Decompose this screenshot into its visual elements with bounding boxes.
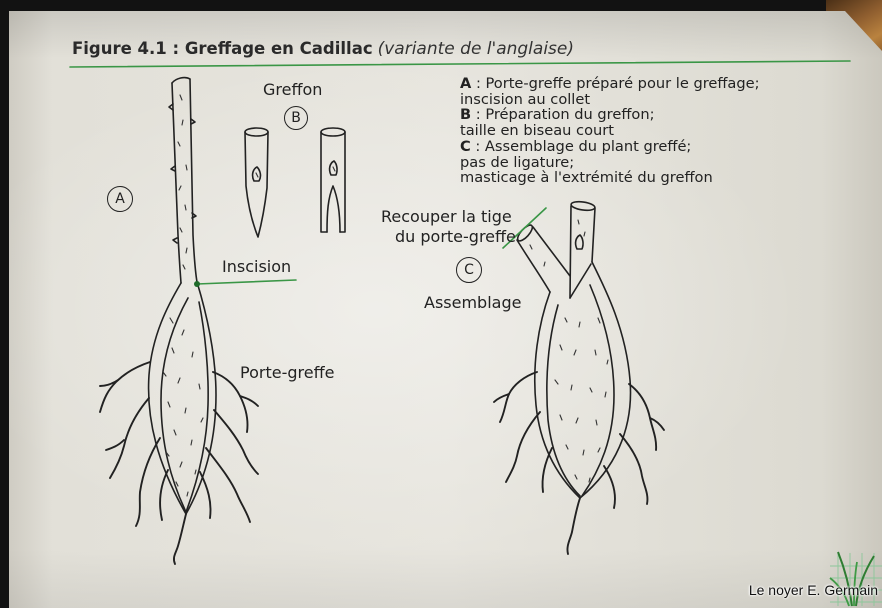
label-recouper-line-1: Recouper la tige	[381, 208, 512, 226]
cut-branch-upper-edge	[533, 227, 570, 276]
marker-c: C	[456, 257, 482, 283]
assembly-scion-left-edge	[570, 206, 571, 298]
rootstock-drawing-a	[100, 78, 296, 564]
photo-credit-watermark: Le noyer E. Germain	[749, 581, 878, 599]
stem-texture	[178, 95, 187, 269]
marker-a: A	[107, 186, 133, 212]
assembly-scion-top	[571, 200, 596, 211]
stem-left-edge	[172, 83, 181, 283]
figure-title: Figure 4.1 : Greffage en Cadillac	[72, 39, 373, 58]
scion-wedge-outline	[245, 132, 268, 237]
scion-bevel-notch	[327, 186, 340, 232]
assembly-scion-bevel	[570, 264, 591, 298]
taproot-tip-c	[567, 498, 580, 554]
roots-c	[494, 372, 664, 554]
inscision-pointer-line	[197, 280, 296, 284]
legend-key-c: C	[460, 138, 471, 155]
legend-line-a: A : Porte-greffe préparé pour le greffag…	[460, 76, 760, 92]
figure-legend: A : Porte-greffe préparé pour le greffag…	[460, 76, 760, 186]
scion-top-cut	[321, 128, 345, 136]
root-body-left-outline	[149, 283, 186, 514]
scion-right-edge	[340, 132, 345, 232]
inscision-point	[194, 281, 200, 287]
assembly-drawing-c	[494, 200, 664, 554]
assembly-body-left-inner	[547, 305, 580, 496]
stem-top-cut	[172, 78, 190, 83]
label-inscision: Inscision	[222, 258, 291, 276]
assembly-body-right-outline	[580, 262, 631, 498]
stem-right-edge	[190, 79, 197, 282]
label-greffon: Greffon	[263, 81, 322, 99]
scion-top-cut	[245, 128, 268, 136]
marker-b: B	[284, 106, 308, 130]
legend-line-a-2: inscision au collet	[460, 92, 760, 108]
title-underline	[70, 61, 850, 67]
cut-branch-lower-edge	[517, 240, 550, 292]
figure-title-row: Figure 4.1 : Greffage en Cadillac (varian…	[72, 39, 574, 59]
legend-line-c: C : Assemblage du plant greffé;	[460, 139, 760, 155]
assembly-texture	[530, 220, 608, 482]
assembly-scion-bud	[576, 235, 583, 249]
legend-line-b-2: taille en biseau court	[460, 123, 760, 139]
roots-a	[100, 362, 258, 564]
scion-pointed-drawing-b	[245, 128, 268, 237]
scion-left-edge	[321, 132, 327, 232]
taproot-tip-a	[174, 514, 186, 564]
assembly-body-left-outline	[535, 292, 580, 498]
assembly-scion-right-edge	[592, 208, 595, 262]
label-assemblage: Assemblage	[424, 294, 521, 312]
legend-key-b: B	[460, 106, 471, 123]
scion-forked-drawing-b	[321, 128, 345, 232]
legend-line-c-3: masticage à l'extrémité du greffon	[460, 170, 760, 186]
label-porte-greffe: Porte-greffe	[240, 364, 334, 382]
legend-line-c-2: pas de ligature;	[460, 155, 760, 171]
legend-key-a: A	[460, 75, 471, 92]
legend-line-b: B : Préparation du greffon;	[460, 107, 760, 123]
figure-subtitle: (variante de l'anglaise)	[378, 39, 574, 59]
label-recouper-line-2: du porte-greffe	[395, 228, 516, 246]
